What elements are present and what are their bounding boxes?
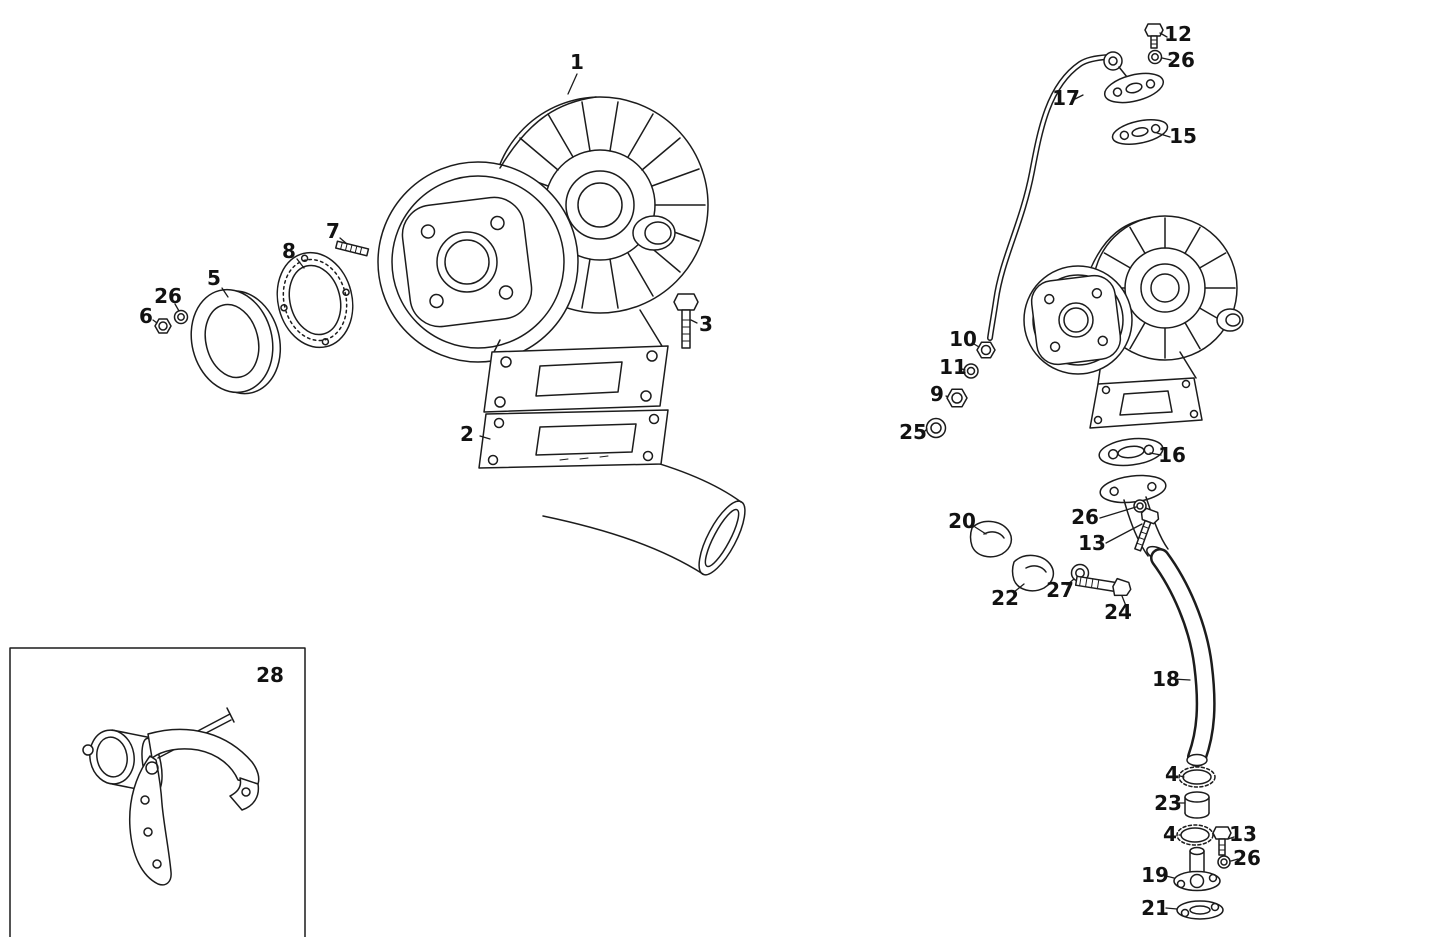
fitting-19: [1173, 846, 1221, 892]
clamp-22: [1011, 554, 1055, 592]
clamp-20: [969, 520, 1013, 558]
bushing-23: [1184, 791, 1210, 819]
washer-26-left: [173, 309, 189, 325]
gasket-15: [1111, 119, 1169, 145]
washer-26-top: [1147, 49, 1163, 65]
gasket-16: [1098, 437, 1164, 467]
clamp-4-lower: [1176, 824, 1214, 846]
bolt-24: [1074, 575, 1132, 597]
gasket-8: [276, 251, 354, 349]
turbocharger-main: [377, 96, 709, 413]
fitting-10: [976, 341, 996, 359]
bolt-12: [1144, 23, 1164, 49]
nut-6: [154, 318, 172, 334]
washer-26-lower: [1217, 855, 1231, 869]
bolt-13-mid: [1134, 507, 1160, 552]
ring-11: [963, 363, 979, 379]
inset-box: [9, 647, 306, 937]
drain-hose-18: [1150, 548, 1216, 767]
leader-lines: [152, 32, 1239, 910]
seal-ring-5: [190, 288, 282, 395]
stud-7: [334, 240, 370, 257]
pipe-17-flange: [1103, 72, 1165, 104]
turbocharger-right: [1023, 215, 1244, 429]
gasket-2: [478, 409, 669, 469]
bolt-3: [673, 293, 699, 349]
washer-25: [925, 417, 947, 439]
oil-feed-pipe-17: [987, 51, 1128, 341]
bolt-13-lower: [1212, 826, 1232, 856]
fitting-9: [946, 388, 968, 408]
actuator-28: [82, 707, 260, 886]
gasket-21: [1176, 900, 1224, 920]
washer-26-mid: [1133, 499, 1147, 513]
